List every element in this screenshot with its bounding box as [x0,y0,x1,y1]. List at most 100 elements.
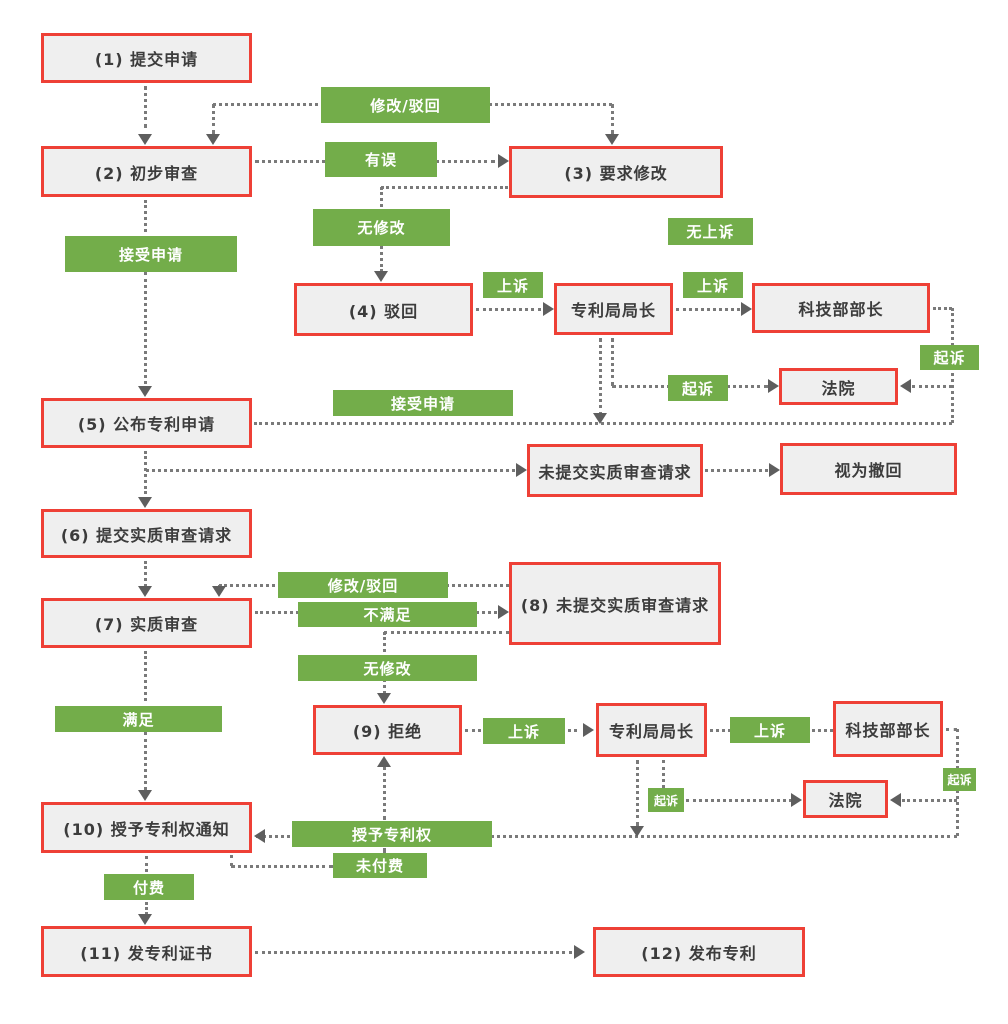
connector-line [599,338,602,416]
label-grant-patent-right: 授予专利权 [292,821,492,847]
arrowhead-down [138,586,152,597]
arrowhead-down [593,413,607,424]
label-satisfied: 满足 [55,706,222,732]
connector-line [145,856,148,872]
connector-line [611,338,614,386]
node-step-7-substantive-exam: (7) 实质审查 [41,598,252,648]
arrowhead-down [138,134,152,145]
label-sue-top-right: 起诉 [920,345,979,370]
label-has-error: 有误 [325,142,437,177]
label-fee-not-paid: 未付费 [333,853,427,878]
node-step-10-grant-notice: (10) 授予专利权通知 [41,802,252,853]
arrowhead-right [498,154,509,168]
connector-line [230,855,233,866]
node-court-top: 法院 [779,368,898,405]
node-court-bottom: 法院 [803,780,888,818]
node-step-2-preliminary-exam: (2) 初步审查 [41,146,252,197]
arrowhead-down [377,693,391,704]
connector-line [933,307,952,310]
arrowhead-left [890,793,901,807]
arrowhead-down [374,271,388,282]
connector-line [476,308,541,311]
connector-line [144,732,147,790]
connector-line [383,766,386,820]
arrowhead-down [206,134,220,145]
arrowhead-right [574,945,585,959]
label-no-amendment-top: 无修改 [313,209,450,246]
label-sue-top-mid: 起诉 [668,375,728,401]
arrowhead-right [791,793,802,807]
connector-line [686,799,792,802]
arrowhead-left [254,829,265,843]
node-step-9-refusal: (9) 拒绝 [313,705,462,755]
label-amend-or-reject-mid: 修改/驳回 [278,572,448,598]
connector-line [146,469,515,472]
connector-line [255,951,572,954]
arrowhead-right [498,605,509,619]
label-no-amendment-mid: 无修改 [298,655,477,681]
arrowhead-up [377,756,391,767]
arrowhead-down [630,826,644,837]
node-step-11-issue-certificate: (11) 发专利证书 [41,926,252,977]
node-deemed-withdrawn: 视为撤回 [780,443,957,495]
label-appeal-top-1: 上诉 [483,272,543,298]
arrowhead-right [768,379,779,393]
connector-line [676,308,740,311]
arrowhead-right [583,723,594,737]
node-step-12-publish-patent: (12) 发布专利 [593,927,805,977]
node-step-1-submit-application: (1) 提交申请 [41,33,252,83]
node-mst-minister-top: 科技部部长 [752,283,930,333]
arrowhead-left [900,379,911,393]
connector-line [256,835,957,838]
connector-line [144,651,147,701]
connector-line [212,104,215,134]
arrowhead-down [138,914,152,925]
label-sue-bottom-right: 起诉 [943,768,976,791]
arrowhead-down [212,586,226,597]
node-patent-office-director-top: 专利局局长 [554,283,673,335]
label-fee-paid: 付费 [104,874,194,900]
node-step-5-publish-application: (5) 公布专利申请 [41,398,252,448]
connector-line [144,272,147,384]
label-appeal-top-2: 上诉 [683,272,743,298]
arrowhead-right [769,463,780,477]
arrowhead-right [741,302,752,316]
arrowhead-down [138,790,152,801]
connector-line [662,760,665,788]
label-not-satisfied: 不满足 [298,602,477,627]
arrowhead-down [138,386,152,397]
label-sue-bottom-mid: 起诉 [648,788,684,812]
connector-line [636,760,639,826]
connector-line [383,848,386,853]
node-step-4-rejection: (4) 驳回 [294,283,473,336]
arrowhead-right [543,302,554,316]
node-no-substantive-request: 未提交实质审查请求 [527,444,703,497]
arrowhead-right [516,463,527,477]
connector-line [144,561,147,587]
label-no-appeal: 无上诉 [668,218,753,245]
label-accept-application-2: 接受申请 [333,390,513,416]
node-step-8-no-substantive-request: (8) 未提交实质审查请求 [509,562,721,645]
arrowhead-down [605,134,619,145]
connector-line [145,902,148,915]
arrowhead-down [138,497,152,508]
connector-line [384,631,509,634]
label-appeal-bottom-2: 上诉 [730,717,810,743]
node-mst-minister-bottom: 科技部部长 [833,701,943,757]
connector-line [611,104,614,134]
node-step-6-submit-substantive: (6) 提交实质审查请求 [41,509,252,558]
label-accept-application-1: 接受申请 [65,236,237,272]
connector-line [144,86,147,128]
connector-line [144,451,147,494]
connector-line [946,728,957,731]
connector-line [705,469,768,472]
connector-line [381,186,508,189]
node-step-3-request-amendment: (3) 要求修改 [509,146,723,198]
connector-line [231,865,333,868]
node-patent-office-director-bottom: 专利局局长 [596,703,707,757]
connector-line [144,200,147,232]
connector-line [902,799,957,802]
label-amend-or-reject-top: 修改/驳回 [321,87,490,123]
label-appeal-bottom-1: 上诉 [483,718,565,744]
